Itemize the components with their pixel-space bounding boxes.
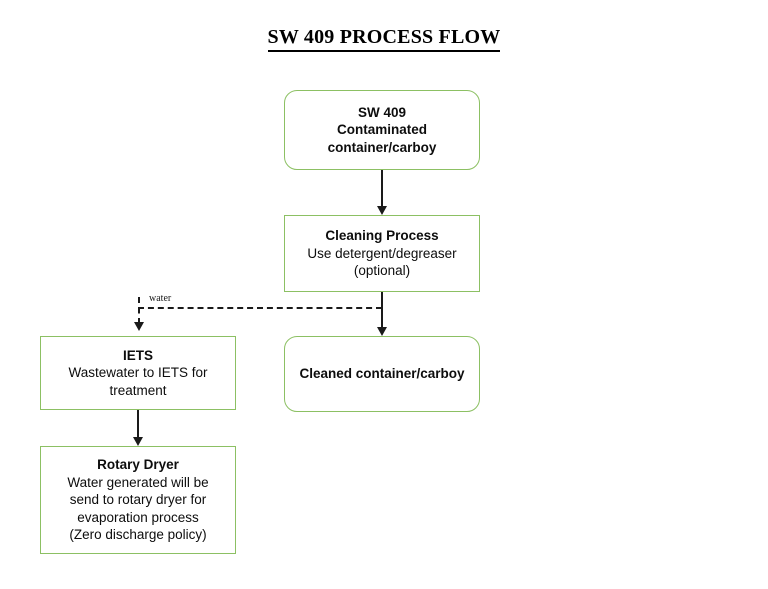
node-sw409-contaminated-line-1: SW 409	[357, 104, 407, 120]
page-title-text: SW 409 PROCESS FLOW	[267, 26, 501, 52]
connector-water-arrowhead	[134, 322, 144, 331]
node-iets-line-2: Wastewater to IETS for	[68, 365, 208, 381]
node-rotary-dryer[interactable]: Rotary Dryer Water generated will be sen…	[40, 446, 236, 554]
connector-water-dashed-vertical	[138, 297, 140, 324]
node-iets-line-1: IETS	[122, 347, 153, 363]
node-rotary-dryer-line-2: Water generated will be	[67, 474, 209, 490]
node-iets[interactable]: IETS Wastewater to IETS for treatment	[40, 336, 236, 410]
page-title: SW 409 PROCESS FLOW	[0, 26, 768, 52]
node-cleaning-process-line-2: Use detergent/degreaser	[307, 245, 457, 261]
node-iets-line-3: treatment	[109, 382, 167, 398]
node-cleaning-process-line-3: (optional)	[353, 263, 411, 279]
connector-cleaning-to-cleaned-line	[381, 292, 383, 328]
node-rotary-dryer-line-3: send to rotary dryer for	[69, 492, 207, 508]
connector-water-dashed-horizontal	[138, 307, 382, 309]
edge-label-water: water	[149, 293, 172, 304]
node-rotary-dryer-line-4: evaporation process	[77, 509, 199, 525]
node-sw409-contaminated[interactable]: SW 409 Contaminated container/carboy	[284, 90, 480, 170]
node-cleaning-process-line-1: Cleaning Process	[325, 228, 439, 244]
node-sw409-contaminated-line-2: Contaminated	[336, 122, 427, 138]
node-cleaned-container[interactable]: Cleaned container/carboy	[284, 336, 480, 412]
node-rotary-dryer-line-5: (Zero discharge policy)	[69, 527, 207, 543]
connector-cleaning-to-cleaned-arrowhead	[377, 327, 387, 336]
node-rotary-dryer-line-1: Rotary Dryer	[97, 457, 179, 473]
node-cleaned-container-line-1: Cleaned container/carboy	[299, 366, 465, 382]
connector-sw409-to-cleaning-line	[381, 170, 383, 207]
node-sw409-contaminated-line-3: container/carboy	[327, 139, 437, 155]
connector-sw409-to-cleaning-arrowhead	[377, 206, 387, 215]
node-cleaning-process[interactable]: Cleaning Process Use detergent/degreaser…	[284, 215, 480, 292]
connector-iets-to-dryer-arrowhead	[133, 437, 143, 446]
connector-iets-to-dryer-line	[137, 410, 139, 438]
